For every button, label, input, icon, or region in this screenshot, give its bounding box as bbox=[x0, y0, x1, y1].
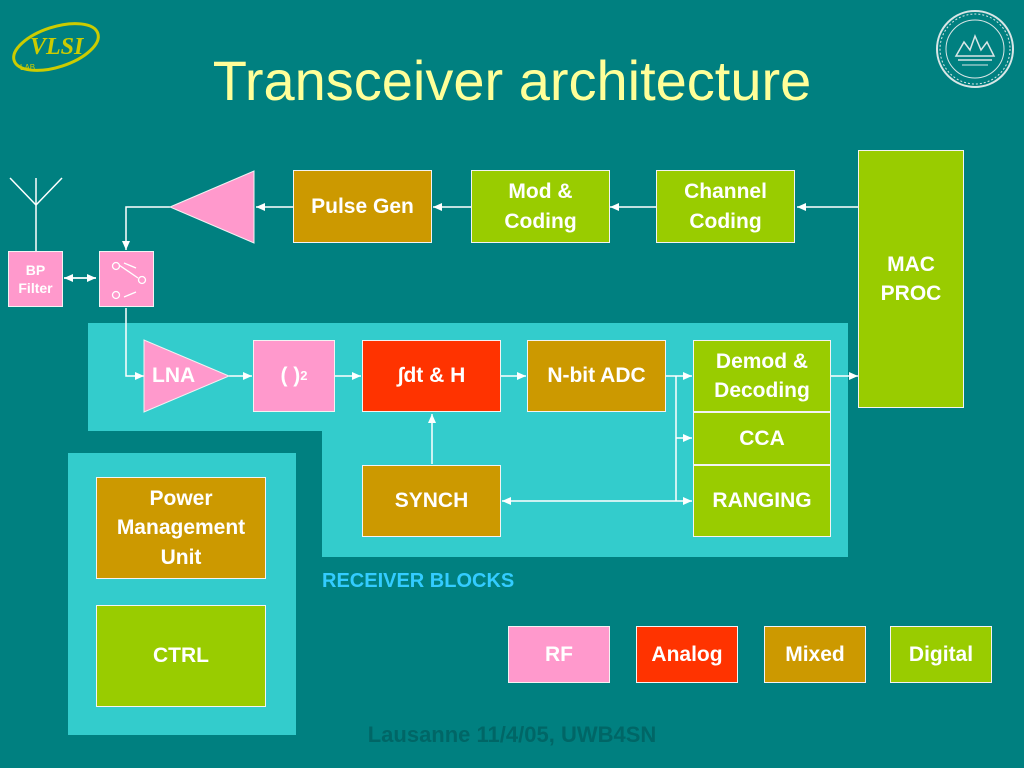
cca-block: CCA bbox=[693, 412, 831, 465]
channel-coding-label-2: Coding bbox=[689, 209, 762, 233]
ctrl-block: CTRL bbox=[96, 605, 266, 707]
switch-icon bbox=[111, 261, 147, 300]
adc-block: N-bit ADC bbox=[527, 340, 666, 412]
demod-label-2: Decoding bbox=[714, 379, 810, 402]
adc-label: N-bit ADC bbox=[547, 364, 646, 388]
lna-label: LNA bbox=[152, 364, 196, 387]
synch-block: SYNCH bbox=[362, 465, 501, 537]
cca-label: CCA bbox=[739, 426, 785, 450]
legend-rf-label: RF bbox=[545, 642, 573, 666]
mod-coding-block: Mod & Coding bbox=[471, 170, 610, 243]
demod-decoding-block: Demod & Decoding bbox=[693, 340, 831, 412]
pa-triangle bbox=[168, 170, 255, 244]
pulse-gen-block: Pulse Gen bbox=[293, 170, 432, 243]
demod-label-1: Demod & bbox=[715, 349, 809, 373]
mac-proc-block: MAC PROC bbox=[858, 150, 964, 408]
mod-coding-label-1: Mod & bbox=[508, 180, 573, 204]
pmu-label-1: Power bbox=[149, 486, 213, 510]
legend-mixed-label: Mixed bbox=[785, 642, 845, 666]
mac-proc-label-1: MAC bbox=[887, 252, 935, 276]
seal-icon bbox=[936, 10, 1014, 88]
vlsi-logo-icon: VLSI LAB bbox=[12, 22, 100, 72]
ranging-label: RANGING bbox=[712, 489, 812, 513]
mac-proc-label-2: PROC bbox=[880, 282, 942, 305]
integrator-block: ∫dt & H bbox=[362, 340, 501, 412]
ctrl-label: CTRL bbox=[153, 644, 209, 668]
pmu-label-3: Unit bbox=[160, 545, 202, 569]
university-seal bbox=[934, 8, 1016, 90]
vlsi-logo: VLSI LAB bbox=[8, 18, 104, 76]
legend-digital-label: Digital bbox=[908, 642, 974, 666]
legend-analog: Analog bbox=[636, 626, 738, 683]
channel-coding-label-1: Channel bbox=[684, 180, 767, 204]
legend-analog-label: Analog bbox=[651, 642, 723, 666]
bp-filter-label-2: Filter bbox=[18, 280, 53, 296]
integrator-label: ∫dt & H bbox=[397, 364, 466, 388]
square-law-block: ( )2 bbox=[253, 340, 335, 412]
receiver-blocks-label: RECEIVER BLOCKS bbox=[322, 570, 515, 592]
logo-subtext: LAB bbox=[20, 63, 35, 72]
bp-filter-label-1: BP bbox=[25, 261, 46, 278]
legend-rf: RF bbox=[508, 626, 610, 683]
legend-mixed: Mixed bbox=[764, 626, 866, 683]
synch-label: SYNCH bbox=[394, 489, 469, 513]
logo-text: VLSI bbox=[30, 34, 85, 60]
legend-digital: Digital bbox=[890, 626, 992, 683]
square-law-label: ( ) bbox=[280, 364, 301, 388]
bp-filter-block: BP Filter bbox=[8, 251, 63, 307]
page-title: Transceiver architecture bbox=[212, 49, 812, 112]
power-management-block: Power Management Unit bbox=[96, 477, 266, 579]
mod-coding-label-2: Coding bbox=[504, 209, 577, 233]
pmu-label-2: Management bbox=[116, 516, 246, 540]
footer-text: Lausanne 11/4/05, UWB4SN bbox=[367, 722, 657, 747]
ranging-block: RANGING bbox=[693, 465, 831, 537]
channel-coding-block: Channel Coding bbox=[656, 170, 795, 243]
lna-triangle bbox=[143, 339, 231, 413]
pulse-gen-label: Pulse Gen bbox=[311, 194, 414, 218]
square-law-exponent: 2 bbox=[300, 367, 308, 383]
tx-rx-switch-block bbox=[99, 251, 154, 307]
